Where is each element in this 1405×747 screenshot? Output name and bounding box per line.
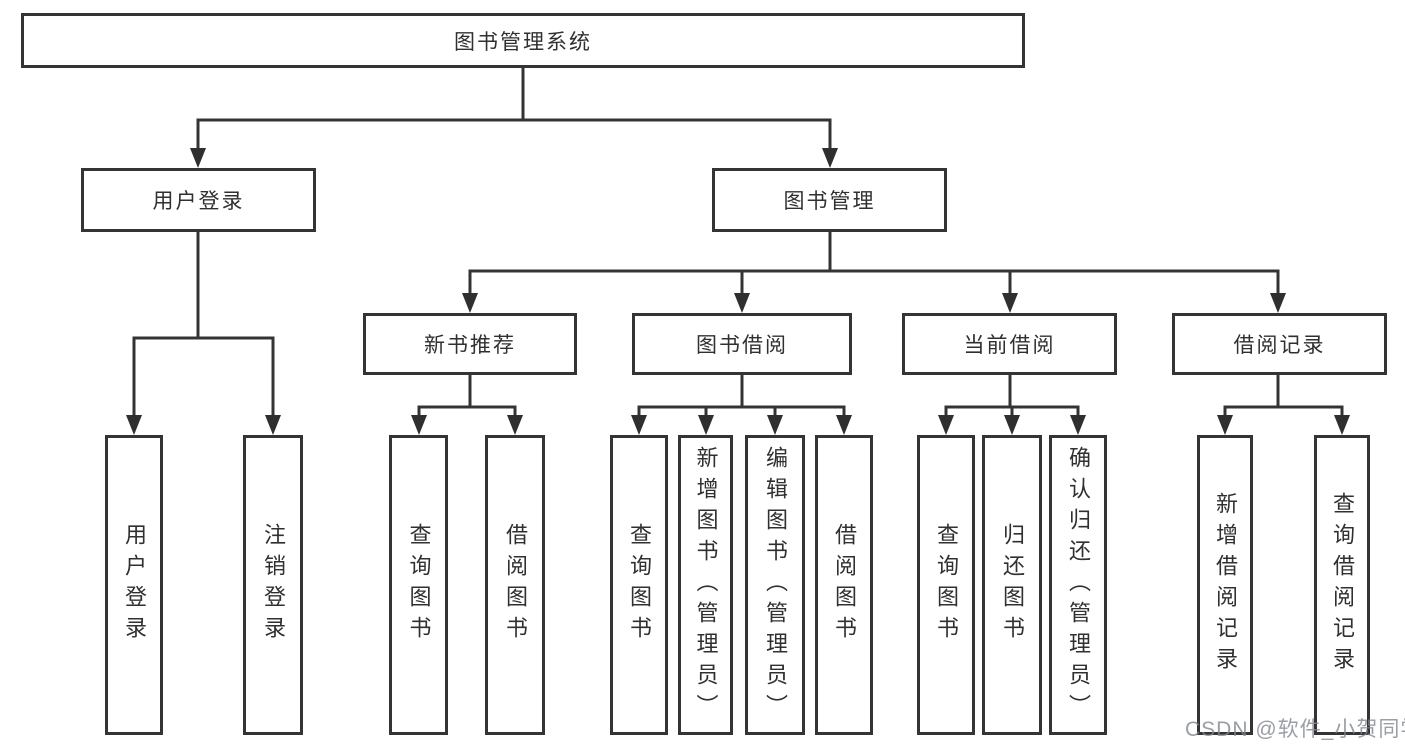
arrowhead-icon: [1270, 293, 1286, 313]
node-book-borrowing: 图书借阅: [632, 313, 852, 375]
edge-current-to-leaves: [938, 373, 1086, 435]
arrowhead-icon: [631, 415, 647, 435]
arrowhead-icon: [767, 415, 783, 435]
arrowhead-icon: [1217, 415, 1233, 435]
csdn-watermark: CSDN @软件_小贺同学: [1185, 718, 1405, 741]
arrowhead-icon: [1002, 293, 1018, 313]
node-label: 借阅记录: [1233, 334, 1326, 357]
node-new-book-recommend: 新书推荐: [363, 313, 577, 375]
arrowhead-icon: [190, 148, 206, 168]
node-label: 图书管理系统: [454, 30, 592, 54]
leaf-query-books-current: 查询图书: [917, 435, 975, 735]
node-label: 注销登录: [261, 523, 286, 647]
node-label: 查询图书: [406, 523, 432, 647]
edge-root-to-level1: [190, 66, 838, 168]
arrowhead-icon: [836, 415, 852, 435]
node-user-login: 用户登录: [81, 168, 316, 232]
node-label: 借阅图书: [503, 523, 528, 647]
edge-userlogin-to-leaves: [126, 230, 281, 435]
node-label: 当前借阅: [963, 334, 1056, 357]
node-label: 归还图书: [1000, 523, 1025, 647]
leaf-confirm-return-admin: 确认归还（管理员）: [1049, 435, 1107, 735]
leaf-query-books-recommend: 查询图书: [389, 435, 448, 735]
arrowhead-icon: [507, 415, 523, 435]
leaf-query-books-borrowing: 查询图书: [610, 435, 668, 735]
leaf-edit-books-admin: 编辑图书（管理员）: [745, 435, 805, 735]
arrowhead-icon: [411, 415, 427, 435]
arrowhead-icon: [734, 293, 750, 313]
arrowhead-icon: [822, 148, 838, 168]
node-label: 新书推荐: [424, 334, 516, 357]
edge-recommend-to-leaves: [411, 373, 523, 435]
node-current-borrowing: 当前借阅: [902, 313, 1117, 375]
node-label: 新增图书（管理员）: [693, 445, 719, 725]
leaf-add-books-admin: 新增图书（管理员）: [678, 435, 733, 735]
edge-bookmgmt-to-level2: [462, 230, 1286, 313]
arrowhead-icon: [1334, 415, 1350, 435]
node-label: 用户登录: [122, 523, 147, 647]
leaf-borrow-books-recommend: 借阅图书: [485, 435, 545, 735]
arrowhead-icon: [938, 415, 954, 435]
arrowhead-icon: [462, 293, 478, 313]
node-label: 查询图书: [934, 523, 959, 647]
node-label: 新增借阅记录: [1213, 492, 1238, 678]
node-label: 图书管理: [783, 190, 876, 213]
arrowhead-icon: [1004, 415, 1020, 435]
edge-borrowing-to-leaves: [631, 373, 852, 435]
node-label: 用户登录: [152, 190, 245, 213]
arrowhead-icon: [1070, 415, 1086, 435]
node-label: 编辑图书（管理员）: [763, 445, 788, 725]
node-borrowing-records: 借阅记录: [1172, 313, 1387, 375]
edge-records-to-leaves: [1217, 373, 1350, 435]
node-label: 确认归还（管理员）: [1066, 445, 1091, 725]
arrowhead-icon: [126, 415, 142, 435]
arrowhead-icon: [698, 415, 714, 435]
arrowhead-icon: [265, 415, 281, 435]
leaf-borrow-books: 借阅图书: [815, 435, 873, 735]
leaf-return-books: 归还图书: [982, 435, 1042, 735]
node-label: 查询图书: [627, 523, 652, 647]
node-label: 图书借阅: [696, 334, 788, 357]
leaf-add-borrow-record: 新增借阅记录: [1197, 435, 1253, 735]
node-book-management: 图书管理: [712, 168, 947, 232]
leaf-user-login: 用户登录: [105, 435, 163, 735]
node-root-system: 图书管理系统: [21, 13, 1025, 68]
node-label: 借阅图书: [832, 523, 857, 647]
leaf-logout: 注销登录: [243, 435, 303, 735]
leaf-query-borrow-record: 查询借阅记录: [1314, 435, 1370, 735]
node-label: 查询借阅记录: [1330, 492, 1355, 678]
